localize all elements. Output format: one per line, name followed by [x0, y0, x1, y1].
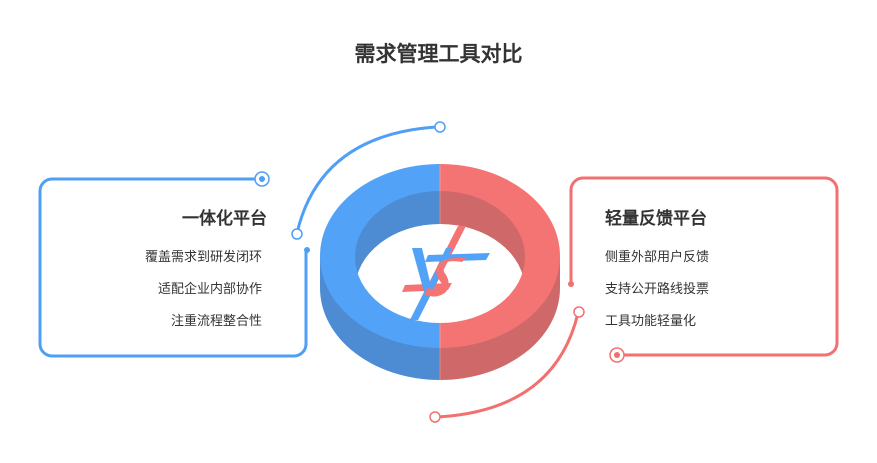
right-card-border [569, 176, 839, 357]
right-item: 工具功能轻量化 [605, 314, 697, 329]
left-item: 覆盖需求到研发闭环 [144, 250, 262, 265]
red-arc [437, 312, 580, 419]
left-card-title: 一体化平台 [182, 209, 267, 229]
left-card-border [38, 177, 308, 358]
right-item: 支持公开路线投票 [605, 282, 710, 297]
right-item: 侧重外部用户反馈 [605, 250, 710, 265]
blue-arc [295, 125, 437, 234]
left-item: 注重流程整合性 [170, 314, 262, 329]
vs-icon: VS [402, 226, 490, 320]
page-title: 需求管理工具对比 [354, 42, 523, 66]
left-item: 适配企业内部协作 [157, 282, 262, 297]
right-card-title: 轻量反馈平台 [605, 209, 707, 229]
